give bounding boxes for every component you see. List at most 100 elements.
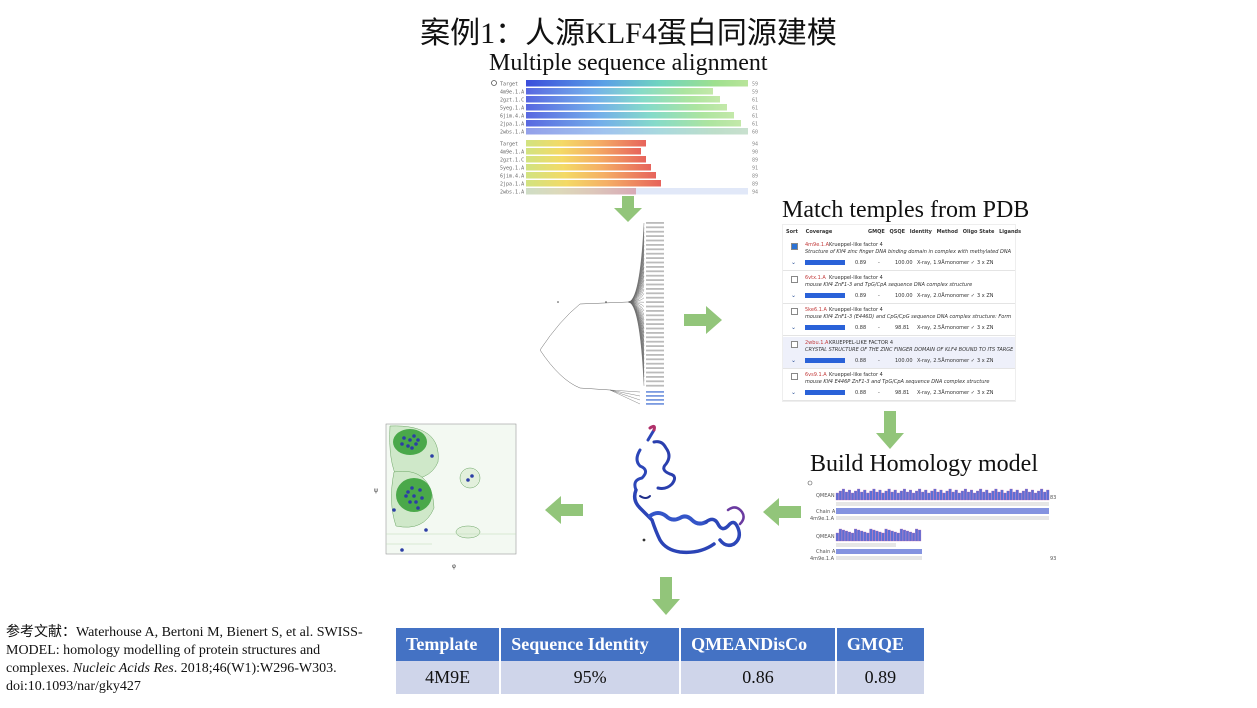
protein-structure-panel bbox=[610, 420, 760, 570]
tree-panel bbox=[539, 220, 675, 410]
template-id[interactable]: 5ke6.1.A bbox=[805, 307, 827, 313]
chain-label-2: Chain A bbox=[816, 549, 836, 555]
expand-chevron-icon[interactable]: ⌄ bbox=[791, 356, 797, 364]
protein-ribbon-image bbox=[632, 424, 745, 555]
msa-bottom-row-count: 89 bbox=[752, 182, 758, 188]
ligands-value: 3 x ZN bbox=[977, 357, 994, 364]
build-heading: Build Homology model bbox=[810, 451, 1038, 477]
msa-top-row-label: 6jim.4.A bbox=[500, 114, 524, 120]
arrow-down-2 bbox=[876, 411, 904, 449]
identity-header[interactable]: Identity bbox=[909, 229, 932, 235]
msa-bottom-row-label: Target bbox=[500, 142, 518, 148]
oligo-header[interactable]: Oligo State bbox=[962, 229, 995, 235]
rama-point bbox=[414, 442, 418, 446]
method-value: X-ray, 1.9Å bbox=[917, 260, 945, 266]
qmean-label-1: QMEAN bbox=[816, 493, 835, 499]
msa-top-row-label: 4m9e.1.A bbox=[500, 90, 524, 96]
pdb-template-list: Sort Coverage GMQE QSQE Identity Method … bbox=[782, 224, 1021, 402]
msa-top-row-label: 2jpa.1.A bbox=[500, 122, 524, 128]
template-checkbox[interactable] bbox=[791, 373, 798, 380]
rama-point bbox=[424, 528, 428, 532]
arrow-down-1 bbox=[614, 196, 642, 222]
template-id[interactable]: 4m9e.1.A bbox=[805, 242, 830, 248]
gmqe-header[interactable]: GMQE bbox=[867, 229, 885, 235]
coverage-header[interactable]: Coverage bbox=[805, 229, 833, 235]
coverage-bar bbox=[805, 325, 845, 330]
template-checkbox[interactable] bbox=[791, 340, 798, 348]
template-id[interactable]: 2wbu.1.A bbox=[805, 339, 829, 346]
method-header[interactable]: Method bbox=[936, 229, 959, 235]
qsqe-value: - bbox=[878, 325, 880, 331]
rama-point bbox=[414, 500, 418, 504]
rama-point bbox=[404, 494, 408, 498]
coverage-bar bbox=[805, 390, 845, 395]
expand-chevron-icon[interactable]: ⌄ bbox=[791, 291, 797, 299]
qsqe-value: - bbox=[878, 260, 880, 266]
expand-chevron-icon[interactable]: ⌄ bbox=[791, 259, 797, 266]
template-value: 4M9E bbox=[396, 661, 502, 694]
reference-text-1: Waterhouse A, Bertoni M, Bienert S, et a… bbox=[6, 625, 363, 676]
template-name: KRUEPPEL-LIKE FACTOR 4 bbox=[829, 339, 894, 346]
template-id[interactable]: 6vs9.1.A bbox=[805, 372, 827, 378]
rama-point bbox=[392, 508, 396, 512]
msa-top-row-count: 59 bbox=[752, 90, 758, 96]
sort-header[interactable]: Sort bbox=[786, 229, 798, 235]
gmqe-value: 0.88 bbox=[855, 390, 867, 396]
method-value: X-ray, 2.5Å bbox=[917, 357, 945, 364]
msa-top-row-label: Target bbox=[500, 82, 518, 88]
rama-point bbox=[400, 442, 404, 446]
msa-top-row-count: 61 bbox=[752, 98, 758, 104]
count-label-1: 83 bbox=[1050, 495, 1056, 501]
identity-value: 100.00 bbox=[895, 357, 913, 364]
chain-label-1: Chain A bbox=[816, 509, 836, 515]
msa-bottom-row-count: 89 bbox=[752, 158, 758, 164]
template-id[interactable]: 6vtx.1.A bbox=[805, 274, 826, 281]
arrow-left-2 bbox=[545, 496, 583, 524]
msa-top-row-count: 61 bbox=[752, 122, 758, 128]
expand-chevron-icon[interactable]: ⌄ bbox=[791, 324, 797, 331]
count-label-2: 93 bbox=[1050, 556, 1056, 562]
identity-header: Sequence Identity bbox=[500, 628, 682, 661]
template-checkbox[interactable] bbox=[791, 243, 798, 250]
template-name: Krueppel-like factor 4 bbox=[829, 242, 883, 248]
method-value: X-ray, 2.0Å bbox=[917, 292, 945, 299]
msa-bottom-row-count: 94 bbox=[752, 190, 758, 196]
reference: 参考文献：Waterhouse A, Bertoni M, Bienert S,… bbox=[6, 624, 376, 696]
rama-point bbox=[410, 446, 414, 450]
template-description: Structure of Klf4 zinc finger DNA bindin… bbox=[805, 249, 1012, 255]
qmeandisco-value: 0.86 bbox=[680, 661, 837, 694]
template-checkbox[interactable] bbox=[791, 308, 798, 315]
identity-value: 100.00 bbox=[895, 292, 913, 299]
model-alignment-image: QMEAN Chain A 4m9e.1.A 83 QMEAN Chain A … bbox=[807, 480, 1056, 562]
qsqe-value: - bbox=[878, 292, 880, 299]
identity-value: 98.81 bbox=[895, 325, 910, 331]
msa-bottom-row-bar bbox=[526, 180, 661, 187]
rama-point bbox=[416, 438, 420, 442]
msa-bottom-row-count: 91 bbox=[752, 166, 758, 172]
reference-text-2: . 2018;46(W1):W296-W303. doi:10.1093/nar… bbox=[6, 661, 337, 694]
qsqe-header[interactable]: QSQE bbox=[889, 229, 906, 235]
msa-bottom-row-label: 2jpa.1.A bbox=[500, 182, 524, 188]
qmeandisco-header: QMEANDisCo bbox=[680, 628, 837, 661]
rama-point bbox=[412, 494, 416, 498]
msa-top-row-bar bbox=[526, 88, 713, 95]
template-name: Krueppel-like factor 4 bbox=[829, 372, 883, 378]
msa-top-row-bar bbox=[526, 112, 734, 119]
expand-chevron-icon[interactable]: ⌄ bbox=[791, 389, 797, 396]
template-checkbox[interactable] bbox=[791, 275, 798, 283]
coverage-bar bbox=[805, 292, 845, 298]
method-value: X-ray, 2.5Å bbox=[917, 325, 945, 331]
model-alignment-panel: QMEAN Chain A 4m9e.1.A 83 QMEAN Chain A … bbox=[806, 478, 1058, 564]
rama-point bbox=[466, 478, 470, 482]
msa-bottom-row-label: 2wbs.1.A bbox=[500, 190, 524, 196]
ligands-header[interactable]: Ligands bbox=[999, 229, 1022, 235]
identity-value: 95% bbox=[500, 661, 682, 694]
template-label-1: 4m9e.1.A bbox=[810, 516, 835, 522]
